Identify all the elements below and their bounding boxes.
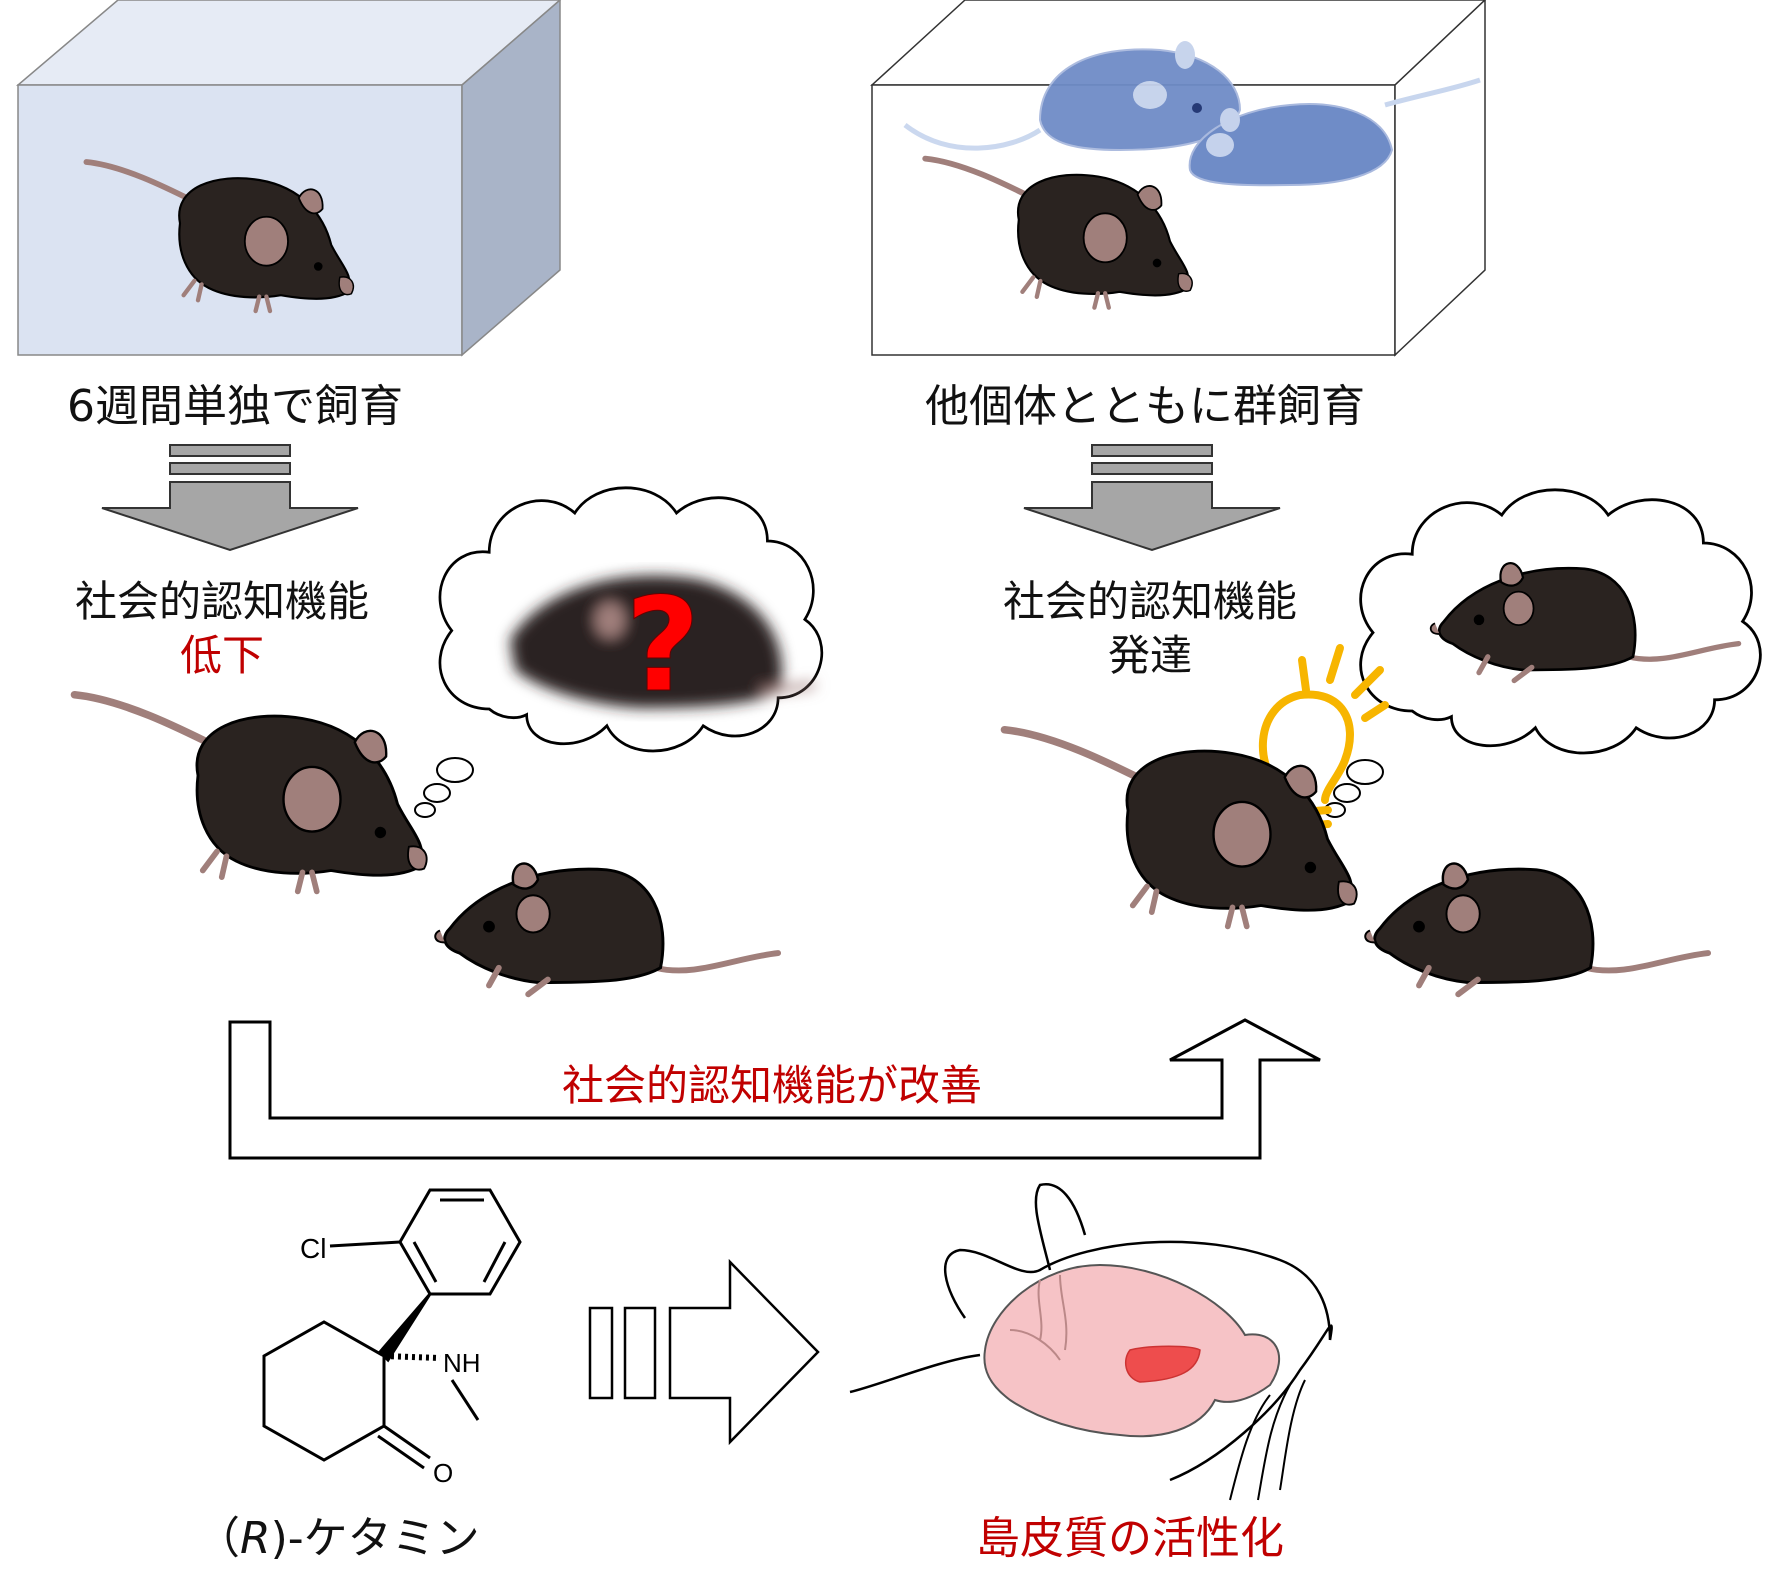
thought-cloud-left-icon: ? [414, 486, 824, 818]
group-mouse-side-icon [1005, 730, 1357, 927]
group-cage [870, 0, 1487, 357]
down-arrow-right-icon [1023, 444, 1281, 552]
stranger-mouse-left-icon [435, 863, 778, 994]
isolation-cage [15, 0, 562, 357]
r-ketamine-structure [262, 1188, 522, 1470]
oxygen-label: O [433, 1458, 453, 1488]
development-label: 発達 [1107, 631, 1193, 680]
question-mark-icon: ? [625, 569, 700, 721]
insula-highlight [1124, 1345, 1201, 1383]
chlorine-label: Cl [300, 1233, 326, 1264]
thought-cloud-right-icon [1324, 488, 1762, 818]
social-cognition-left-label: 社会的認知機能 [74, 577, 370, 626]
right-arrow-icon [588, 1258, 820, 1446]
mouse-head-brain-icon [849, 1182, 1333, 1501]
blue-mouse-icon [903, 41, 1242, 152]
group-housing-label: 他個体とともに群飼育 [925, 381, 1365, 432]
decline-label: 低下 [179, 631, 265, 680]
social-cognition-right-label: 社会的認知機能 [1002, 577, 1298, 626]
r-stereo-label: R [240, 1513, 271, 1564]
r-ketamine-label: （R)-ケタミン [196, 1513, 480, 1564]
stranger-mouse-right-icon [1365, 863, 1708, 994]
isolated-housing-label: 6週間単独で飼育 [67, 381, 403, 432]
insula-activation-label: 島皮質の活性化 [976, 1513, 1284, 1564]
improvement-arrow-icon [228, 1018, 1321, 1160]
isolated-mouse-side-icon [74, 695, 426, 892]
blue-mouse-icon [1188, 77, 1481, 187]
nh-label: NH [443, 1348, 481, 1378]
down-arrow-left-icon [101, 444, 359, 552]
improvement-label: 社会的認知機能が改善 [561, 1061, 983, 1110]
